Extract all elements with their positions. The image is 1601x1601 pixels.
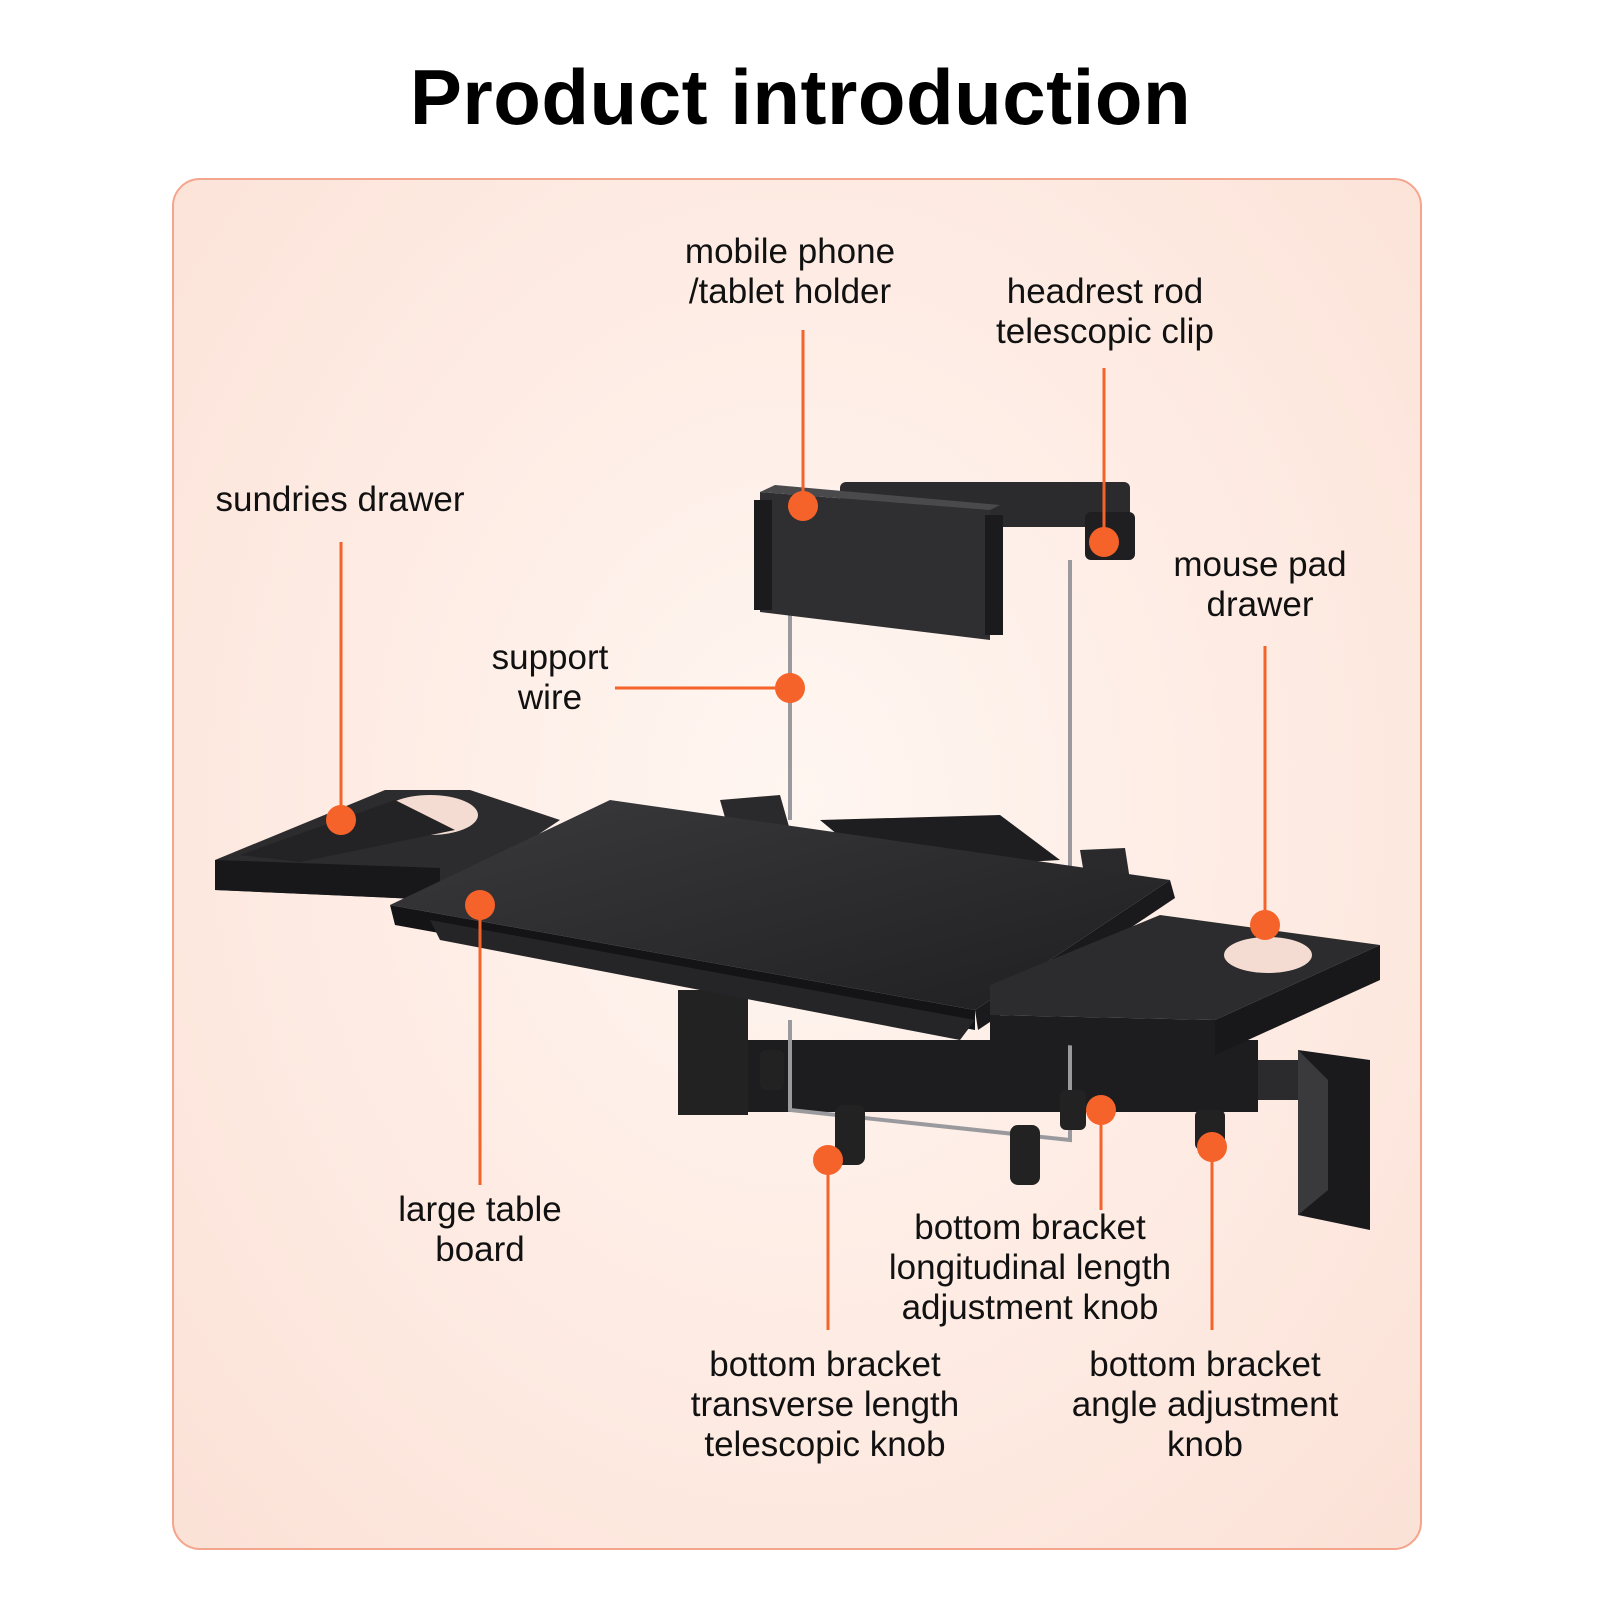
label-longitudinal-knob: bottom bracket longitudinal length adjus… [860, 1208, 1200, 1328]
page-title: Product introduction [409, 53, 1192, 141]
label-phone-holder: mobile phone /tablet holder [640, 232, 940, 312]
label-line: transverse length [690, 1385, 960, 1424]
label-transverse-knob: bottom bracket transverse length telesco… [660, 1345, 990, 1465]
callouts [339, 330, 1267, 1330]
dot-headrest-clip [1089, 527, 1119, 557]
label-line: longitudinal length [888, 1248, 1172, 1287]
dot-support-wire [775, 673, 805, 703]
dot-angle-knob [1197, 1132, 1227, 1162]
label-line: knob [1167, 1425, 1243, 1464]
dot-mouse-pad-drawer [1250, 910, 1280, 940]
label-mouse-pad-drawer: mouse pad drawer [1140, 545, 1380, 625]
mouse-pad-drawer-graphic [990, 915, 1380, 1055]
label-line: wire [517, 678, 583, 717]
label-line: angle adjustment [1071, 1385, 1339, 1424]
label-sundries-drawer: sundries drawer [180, 480, 500, 520]
label-large-table-board: large table board [360, 1190, 600, 1270]
dot-sundries-drawer [326, 805, 356, 835]
label-line: mobile phone [684, 232, 896, 271]
label-line: support [491, 638, 609, 677]
callout-dots [326, 491, 1280, 1175]
label-line: bottom bracket [1089, 1345, 1321, 1384]
label-line: sundries drawer [215, 480, 465, 519]
phone-holder-graphic [754, 482, 1135, 640]
label-support-wire: support wire [470, 638, 630, 718]
label-line: board [435, 1230, 525, 1269]
label-line: mouse pad [1173, 545, 1347, 584]
dot-longitudinal-knob [1086, 1095, 1116, 1125]
label-line: /tablet holder [688, 272, 892, 311]
label-line: telescopic clip [996, 312, 1214, 351]
dot-phone-holder [788, 491, 818, 521]
label-line: drawer [1206, 585, 1314, 624]
dot-transverse-knob [813, 1145, 843, 1175]
support-wire-graphic [788, 560, 1072, 1143]
label-line: telescopic knob [704, 1425, 946, 1464]
label-line: large table [398, 1190, 562, 1229]
label-line: bottom bracket [914, 1208, 1146, 1247]
dot-large-table-board [465, 890, 495, 920]
label-angle-knob: bottom bracket angle adjustment knob [1040, 1345, 1370, 1465]
label-line: headrest rod [1006, 272, 1204, 311]
label-headrest-clip: headrest rod telescopic clip [940, 272, 1270, 352]
label-line: bottom bracket [709, 1345, 941, 1384]
label-line: adjustment knob [901, 1288, 1159, 1327]
